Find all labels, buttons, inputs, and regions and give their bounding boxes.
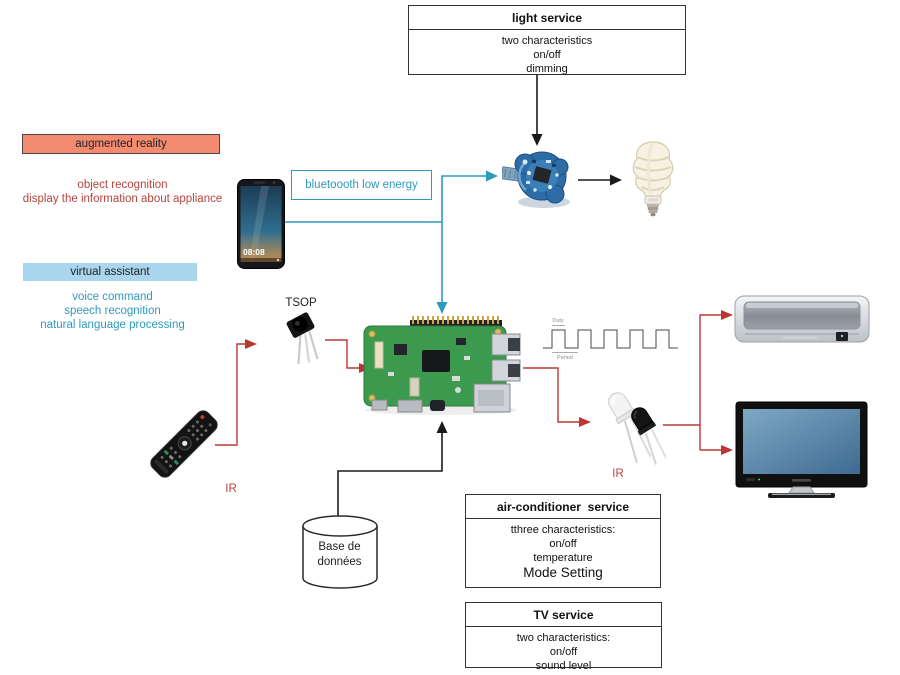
ac-service-title: air-conditioner service bbox=[466, 495, 660, 519]
phone-clock: 08:08 bbox=[243, 247, 265, 257]
ble-controller-image bbox=[502, 146, 576, 212]
ar-feature-list: object recognition display the informati… bbox=[10, 178, 235, 206]
ac-service-line: tthree characteristics: bbox=[510, 524, 616, 536]
ac-service-line: on/off bbox=[549, 538, 577, 550]
light-bulb-image bbox=[629, 140, 677, 218]
light-service-box: light service two characteristics on/off… bbox=[408, 5, 686, 75]
light-service-line: two characteristics bbox=[501, 35, 593, 47]
raspberry-pi-image bbox=[358, 316, 524, 416]
pwm-period-label: Period bbox=[557, 355, 573, 361]
tv-service-line: two characteristics: bbox=[516, 632, 611, 644]
database-cylinder bbox=[300, 512, 380, 594]
database-label: Base de données bbox=[317, 541, 362, 568]
ar-feature: object recognition bbox=[77, 179, 168, 191]
tv-service-title: TV service bbox=[466, 603, 661, 627]
pwm-duty-label: Duty bbox=[552, 318, 564, 324]
va-feature: voice command bbox=[72, 291, 153, 303]
light-service-line: on/off bbox=[533, 49, 561, 61]
tv-service-line: on/off bbox=[549, 646, 578, 658]
tv-service-box: TV service two characteristics: on/off s… bbox=[465, 602, 662, 672]
bluetooth-low-energy-box: bluetoooth low energy bbox=[291, 170, 432, 200]
ac-service-line: temperature bbox=[533, 552, 593, 564]
bluetooth-label: bluetoooth low energy bbox=[305, 179, 418, 191]
ir-remote-image bbox=[147, 406, 222, 482]
air-conditioner-image bbox=[733, 292, 873, 350]
ac-service-box: air-conditioner service tthree character… bbox=[465, 494, 661, 588]
ir-led-label: IR bbox=[612, 468, 624, 480]
light-service-line: dimming bbox=[526, 63, 568, 75]
tv-service-line: sound level bbox=[535, 660, 592, 672]
va-feature-list: voice command speech recognition natural… bbox=[5, 290, 220, 332]
virtual-assistant-tag: virtual assistant bbox=[23, 263, 197, 281]
ar-feature: display the information about appliance bbox=[22, 193, 223, 205]
tsop-label: TSOP bbox=[285, 297, 317, 309]
augmented-reality-tag: augmented reality bbox=[22, 134, 220, 154]
augmented-reality-label: augmented reality bbox=[75, 138, 167, 150]
ir-led-image bbox=[594, 388, 666, 466]
light-service-title: light service bbox=[409, 6, 685, 30]
va-feature: speech recognition bbox=[64, 305, 161, 317]
tsop-receiver-image bbox=[276, 308, 328, 364]
ir-remote-label: IR bbox=[225, 483, 237, 495]
smartphone-image: 08:08 bbox=[237, 179, 285, 269]
virtual-assistant-label: virtual assistant bbox=[70, 266, 150, 278]
va-feature: natural language processing bbox=[40, 319, 185, 331]
tv-image bbox=[734, 400, 872, 500]
pwm-signal: Duty Period bbox=[543, 318, 678, 361]
ac-service-mode: Mode Setting bbox=[523, 565, 603, 580]
